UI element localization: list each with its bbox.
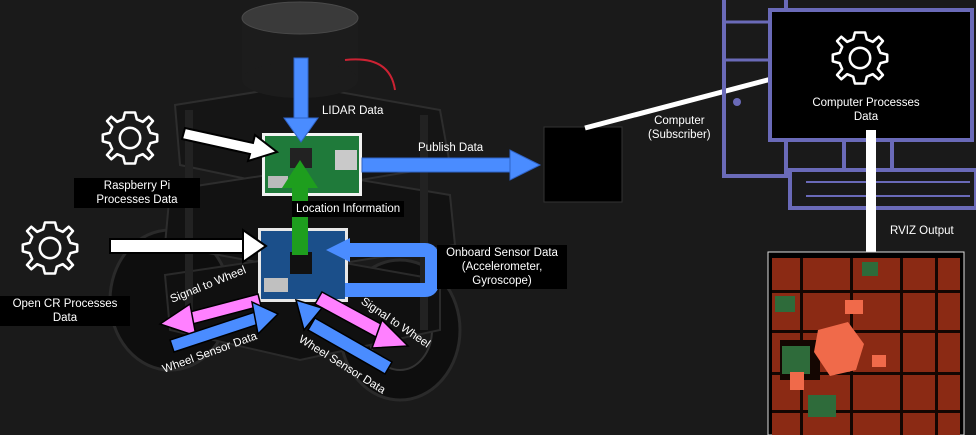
computer-subscriber-label: Computer (Subscriber) [648,114,711,142]
opencr-gear-icon [21,221,79,275]
computer-proc-line1: Computer Processes [812,97,920,109]
rviz-output-label: RVIZ Output [890,225,954,237]
rviz-map-image [767,251,965,435]
rpi-process-label: Raspberry Pi Processes Data [74,178,200,208]
signal-to-wheel-right-arrow [313,290,410,349]
subscriber-node-box [543,126,623,203]
onboard-label-line2: (Accelerometer, [461,261,543,273]
opencr-process-arrow [109,228,268,264]
opencr-board [258,228,348,302]
rpi-gear-icon [101,111,159,165]
opencr-label-line2: Data [52,312,78,324]
onboard-label-line1: Onboard Sensor Data [446,247,558,259]
rpi-label-line1: Raspberry Pi [103,180,171,192]
lidar-data-arrow [283,57,319,143]
wheel-sensor-left-arrow [169,300,280,353]
lidar-data-label: LIDAR Data [322,105,384,117]
computer-process-label: Computer Processes Data [804,96,928,124]
publish-data-label: Publish Data [418,142,484,154]
computer-label-line2: (Subscriber) [648,129,711,141]
opencr-process-label: Open CR Processes Data [0,296,130,326]
wheel-sensor-right-arrow [294,298,394,376]
location-information-label: Location Information [292,201,405,217]
rpi-label-line2: Processes Data [96,194,178,206]
onboard-label-line3: Gyroscope) [472,275,532,287]
publish-data-arrow [361,149,542,181]
computer-proc-line2: Data [853,111,879,123]
rpi-process-arrow [180,126,280,163]
computer-label-line1: Computer [654,115,705,127]
onboard-sensor-arrow [326,238,439,297]
onboard-sensor-label: Onboard Sensor Data (Accelerometer, Gyro… [437,245,567,289]
opencr-label-line1: Open CR Processes [12,298,118,310]
